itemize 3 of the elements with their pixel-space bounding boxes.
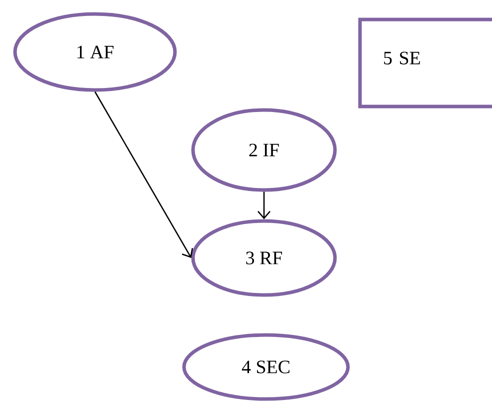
process-box: 5 SE xyxy=(358,18,492,108)
arrow xyxy=(258,192,270,220)
arrow xyxy=(94,91,194,258)
